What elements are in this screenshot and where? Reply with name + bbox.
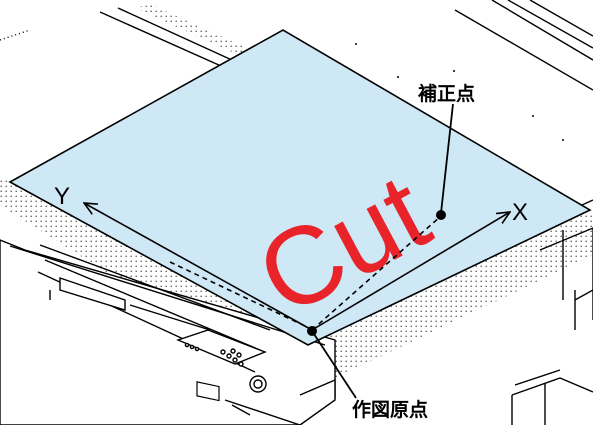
- media-sheet: [8, 29, 592, 346]
- correction-point-marker: [436, 210, 446, 220]
- correction-point-label: 補正点: [417, 82, 475, 105]
- panel-button: [230, 348, 236, 354]
- dashed-guide-y: [169, 261, 306, 327]
- x-axis-arrow: [311, 212, 510, 331]
- x-axis-label: X: [512, 199, 528, 226]
- panel-display: [196, 381, 220, 402]
- dashed-guide-diagonal: [311, 215, 442, 331]
- y-axis-label: Y: [54, 183, 70, 210]
- origin-point-label: 作図原点: [352, 398, 428, 421]
- panel-button: [184, 342, 190, 348]
- panel-button: [189, 344, 195, 350]
- control-panel: [176, 329, 267, 402]
- panel-button: [236, 352, 242, 358]
- panel-button: [194, 346, 200, 352]
- back-frame-right: [491, 0, 593, 61]
- front-tray: [299, 378, 336, 425]
- origin-point-leader: [311, 330, 357, 399]
- panel-button: [238, 361, 244, 367]
- y-axis-arrow: [84, 203, 313, 331]
- panel-button: [220, 349, 226, 355]
- panel-button: [232, 357, 238, 363]
- scatter-dots: [355, 43, 564, 141]
- correction-point-leader: [440, 103, 454, 214]
- back-rail-left: [99, 11, 231, 71]
- back-rail-left-2: [117, 7, 246, 67]
- panel-button: [226, 353, 232, 359]
- power-knob: [249, 375, 267, 393]
